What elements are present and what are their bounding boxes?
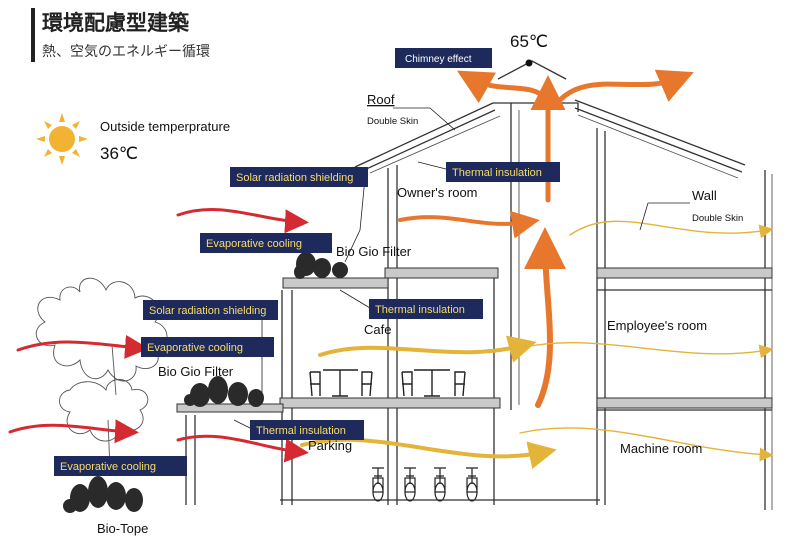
cafe-airflow: [318, 335, 537, 363]
parking-motorcycles: [372, 467, 478, 502]
chimney-cap-dot: [525, 59, 533, 67]
wall-airflow: [569, 220, 774, 239]
bio-tope-label: Bio-Tope: [97, 521, 148, 536]
tag-evaporative-cooling-middle: Evaporative cooling: [141, 337, 274, 357]
cool-air-arrow-parking: [176, 434, 309, 463]
machine-room-airflow: [519, 427, 774, 462]
floor-slab-middle-right: [596, 397, 773, 409]
cool-air-arrow-lower: [8, 419, 139, 444]
svg-text:Solar radiation shielding: Solar radiation shielding: [236, 172, 353, 184]
floor-slab-upper-left: [384, 267, 499, 279]
warm-air-arrows: [300, 220, 774, 470]
machine-room-label: Machine room: [620, 441, 702, 456]
cafe-roof-garden-slab: [176, 403, 284, 413]
roof-label: Roof: [367, 92, 395, 107]
employees-room-label: Employee's room: [607, 318, 707, 333]
floor-slab-middle-left: [279, 397, 501, 409]
tag-thermal-insulation-roof: Thermal insulation: [446, 162, 560, 182]
bio-gio-filter-lower-plants: [184, 376, 264, 407]
bio-gio-filter-lower-label: Bio Gio Filter: [158, 364, 234, 379]
bio-gio-filter-upper-plants: [294, 252, 348, 279]
stack-updraft-lower: [524, 227, 567, 408]
owners-room-airflow: [398, 210, 540, 239]
roof-double-skin-label: Double Skin: [367, 116, 418, 127]
page-subtitle: 熱、空気のエネルギー循環: [42, 44, 210, 60]
hot-air-arrows: [398, 69, 694, 408]
wall-label: Wall: [692, 188, 717, 203]
wall-double-skin-label: Double Skin: [692, 213, 743, 224]
title-accent-bar: [31, 8, 35, 62]
svg-text:Evaporative cooling: Evaporative cooling: [60, 461, 156, 473]
svg-text:Evaporative cooling: Evaporative cooling: [147, 342, 243, 354]
bio-tope-plants: [63, 476, 143, 513]
tag-solar-shielding-lower: Solar radiation shielding: [143, 300, 278, 320]
cafe-furniture: [309, 369, 466, 397]
outside-temperature-label: Outside temperprature: [100, 119, 230, 134]
chimney-exhaust-left: [456, 70, 551, 104]
svg-text:Solar radiation shielding: Solar radiation shielding: [149, 305, 266, 317]
svg-text:Thermal insulation: Thermal insulation: [375, 304, 465, 316]
cool-air-arrows: [8, 207, 309, 463]
tag-chimney-effect: Chimney effect: [395, 48, 492, 68]
tag-solar-shielding-upper: Solar radiation shielding: [230, 167, 368, 187]
svg-text:Thermal insulation: Thermal insulation: [452, 167, 542, 179]
svg-text:Evaporative cooling: Evaporative cooling: [206, 238, 302, 250]
svg-text:Chimney effect: Chimney effect: [405, 54, 472, 65]
owners-room-label: Owner's room: [397, 185, 478, 200]
floor-slab-upper-right: [596, 267, 773, 279]
tag-thermal-insulation-lower: Thermal insulation: [250, 420, 364, 440]
cool-air-arrow-middle: [16, 334, 149, 359]
chimney-exhaust-right: [557, 69, 694, 103]
cafe-label: Cafe: [364, 322, 391, 337]
roof-top-temperature: 65℃: [510, 32, 548, 51]
page-title: 環境配慮型建築: [42, 10, 190, 35]
roof-garden-slab: [282, 277, 389, 289]
sun-icon: [36, 113, 88, 165]
tag-thermal-insulation-upper: Thermal insulation: [369, 299, 483, 319]
cool-air-arrow-upper: [176, 207, 309, 234]
parking-label: Parking: [308, 438, 352, 453]
tag-evaporative-cooling-upper: Evaporative cooling: [200, 233, 332, 253]
parking-airflow: [300, 437, 557, 470]
svg-text:Thermal insulation: Thermal insulation: [256, 425, 346, 437]
bio-gio-filter-upper-label: Bio Gio Filter: [336, 244, 412, 259]
outside-temperature-value: 36℃: [100, 144, 138, 163]
tag-evaporative-cooling-lower: Evaporative cooling: [54, 456, 187, 476]
employees-room-airflow: [519, 342, 774, 359]
